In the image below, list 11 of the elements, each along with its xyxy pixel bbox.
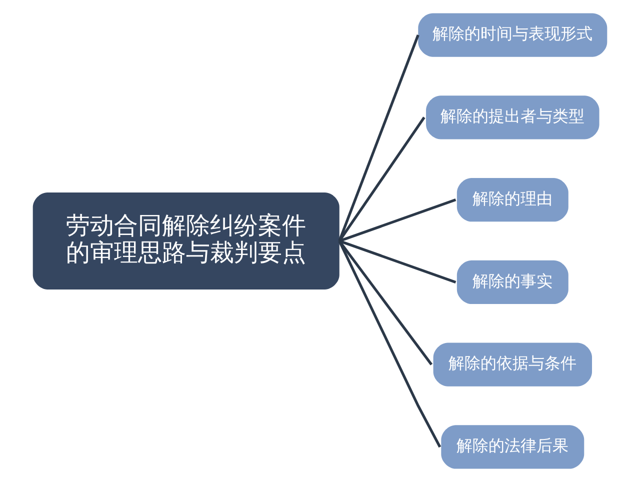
node-box: 解除的法律后果 <box>441 425 584 469</box>
node-box: 解除的理由 <box>456 178 568 222</box>
connector <box>338 34 420 242</box>
connector <box>338 198 456 242</box>
node-box: 解除的提出者与类型 <box>426 96 600 140</box>
node-box: 解除的依据与条件 <box>433 342 592 386</box>
node-box: 劳动合同解除纠纷案件的审理思路与裁判要点 <box>32 192 340 290</box>
node-box: 解除的事实 <box>456 260 568 304</box>
connector <box>338 240 456 284</box>
connector <box>338 240 442 448</box>
node-box: 解除的时间与表现形式 <box>418 13 608 57</box>
